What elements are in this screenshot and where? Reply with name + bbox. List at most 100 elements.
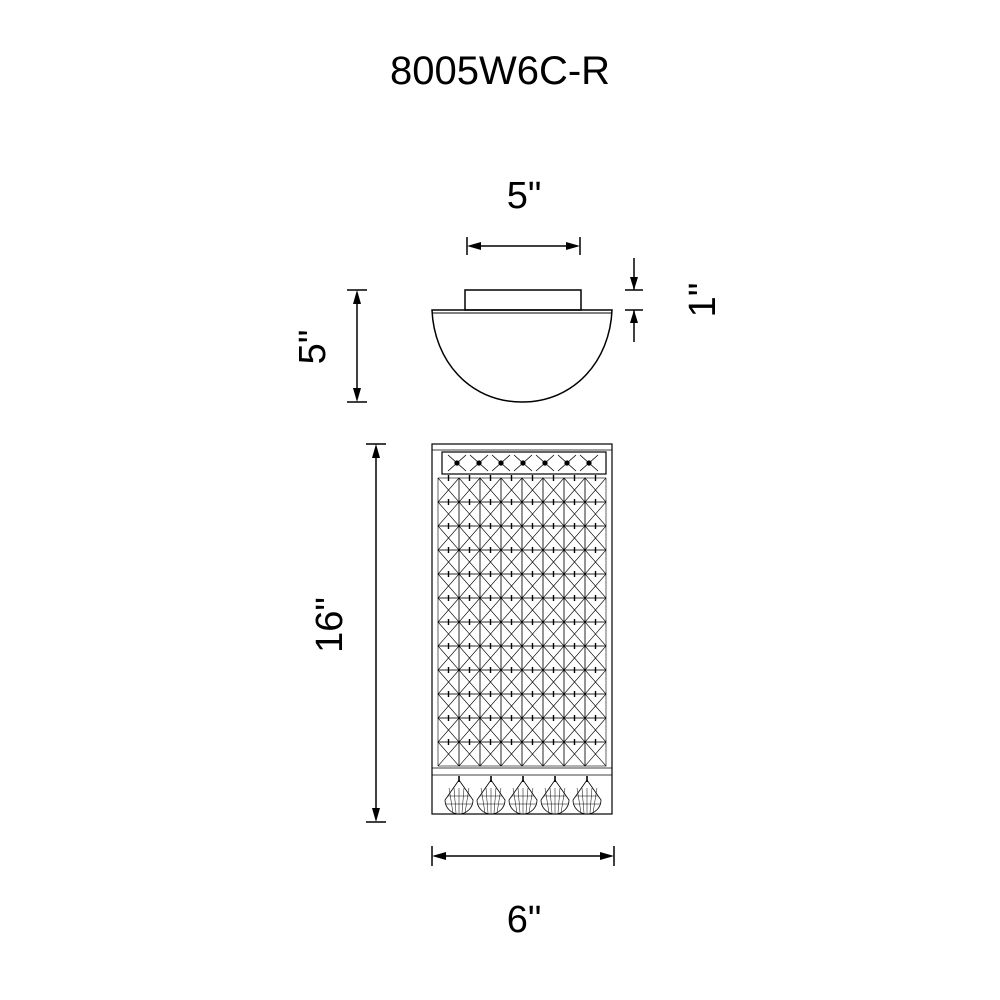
header-crystal [557,454,577,472]
grid-crystal [521,547,544,575]
grid-crystal [479,643,502,671]
grid-crystal [500,475,523,503]
grid-crystal [584,547,607,575]
grid-crystal [584,739,607,767]
pendant-crystal [540,776,570,815]
side-height-label: 5" [292,330,334,365]
grid-crystal [542,523,565,551]
grid-crystal [521,475,544,503]
canopy-side-view [431,289,613,403]
grid-crystal [542,619,565,647]
grid-crystal [500,547,523,575]
grid-crystal [437,691,460,719]
pendant-crystal [508,776,538,815]
model-number-title: 8005W6C-R [390,49,610,93]
pendant-crystal [444,776,474,815]
grid-crystal [500,571,523,599]
grid-crystal [479,691,502,719]
grid-crystal [584,667,607,695]
grid-crystal [479,571,502,599]
grid-crystal [563,619,586,647]
pendant-crystals [444,776,602,815]
grid-crystal [521,619,544,647]
grid-crystal [458,571,481,599]
grid-crystal [458,523,481,551]
grid-crystal [500,691,523,719]
grid-crystal [479,739,502,767]
grid-crystal [563,691,586,719]
grid-crystal [458,595,481,623]
top-width-label: 5" [507,175,542,217]
header-crystal [513,454,533,472]
grid-crystal [584,475,607,503]
grid-crystal [542,571,565,599]
grid-crystal [479,715,502,743]
grid-crystal [500,523,523,551]
grid-crystal [437,547,460,575]
grid-crystal [479,475,502,503]
grid-crystal [458,547,481,575]
side-height-dimension [347,289,367,403]
grid-crystal [584,571,607,599]
grid-crystal [521,739,544,767]
grid-crystal [563,739,586,767]
grid-crystal [437,475,460,503]
grid-crystal [500,595,523,623]
grid-crystal [521,715,544,743]
grid-crystal [521,667,544,695]
grid-crystal [542,691,565,719]
grid-crystal [521,595,544,623]
grid-crystal [542,475,565,503]
grid-crystal [437,499,460,527]
grid-crystal [521,571,544,599]
grid-crystal [437,739,460,767]
grid-crystal [458,691,481,719]
grid-crystal [437,667,460,695]
grid-crystal [479,667,502,695]
top-height-label: 1" [682,283,724,318]
grid-crystal [458,499,481,527]
grid-crystal [437,715,460,743]
body-height-label: 16" [309,597,351,653]
grid-crystal [584,523,607,551]
grid-crystal [563,547,586,575]
body-width-label: 6" [507,899,542,941]
grid-crystal [458,475,481,503]
grid-crystal [458,715,481,743]
grid-crystal [500,715,523,743]
grid-crystal [542,715,565,743]
grid-crystal [458,643,481,671]
grid-crystal [563,499,586,527]
grid-crystal [563,643,586,671]
grid-crystal [500,499,523,527]
grid-crystal [584,619,607,647]
body-width-dimension [431,846,615,866]
grid-crystal [458,739,481,767]
grid-crystal [479,619,502,647]
pendant-crystal [476,776,506,815]
grid-crystal [521,643,544,671]
grid-crystal [542,739,565,767]
grid-crystal [563,523,586,551]
grid-crystal [563,475,586,503]
grid-crystal [437,595,460,623]
grid-crystal [542,667,565,695]
grid-crystal [584,643,607,671]
grid-crystal [584,595,607,623]
grid-crystal [479,523,502,551]
header-crystal [535,454,555,472]
grid-crystal [500,643,523,671]
grid-crystal [542,547,565,575]
grid-crystal [458,667,481,695]
grid-crystal [479,499,502,527]
grid-crystal [479,595,502,623]
grid-crystal [563,667,586,695]
header-crystal [447,454,467,472]
grid-crystal [437,643,460,671]
grid-crystal [521,691,544,719]
top-height-dimension [625,258,643,342]
grid-crystal [437,619,460,647]
crystal-grid-pattern [437,454,607,767]
grid-crystal [542,595,565,623]
